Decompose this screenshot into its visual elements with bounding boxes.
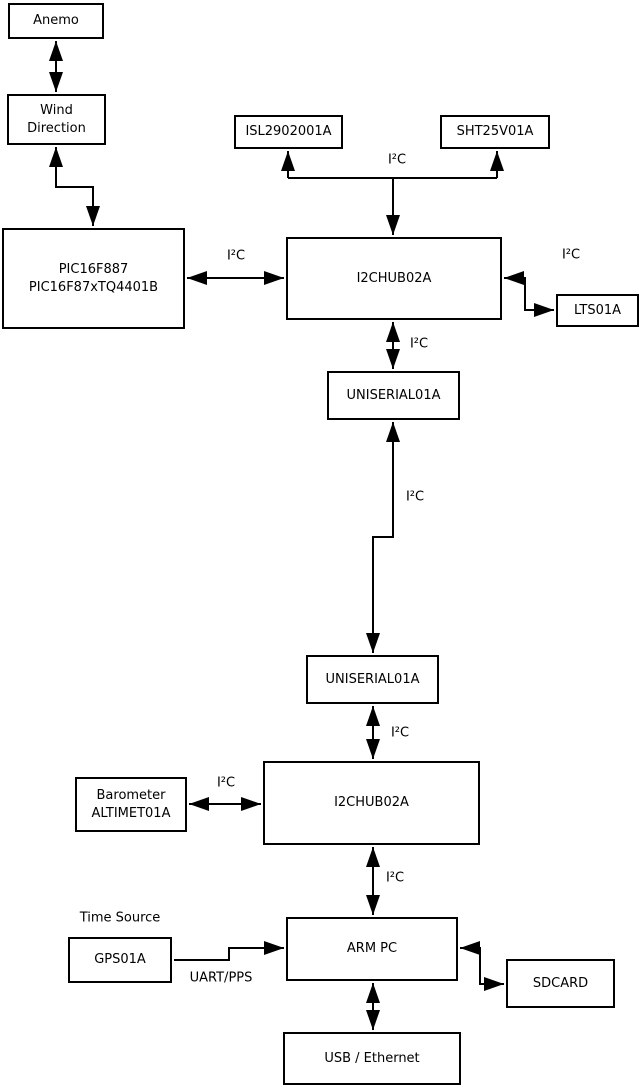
label-uart-pps: UART/PPS — [189, 970, 253, 986]
label-i2c-pic-hub: I²C — [226, 248, 246, 264]
box-wind-direction-label: Wind Direction — [27, 102, 86, 136]
connector-hub1-lts — [504, 271, 554, 317]
box-usb-ethernet-label: USB / Ethernet — [324, 1050, 420, 1066]
box-i2chub02a-2-label: I2CHUB02A — [334, 795, 409, 811]
box-sht25v01a-label: SHT25V01A — [456, 124, 534, 140]
label-i2c-uniserial-link: I²C — [405, 489, 425, 505]
box-i2chub02a-1: I2CHUB02A — [286, 237, 502, 320]
label-i2c-uniserial-hub2: I²C — [390, 725, 410, 741]
box-sht25v01a: SHT25V01A — [440, 115, 550, 149]
label-i2c-barometer-hub2: I²C — [216, 775, 236, 791]
box-usb-ethernet: USB / Ethernet — [283, 1032, 461, 1085]
connector-gps-armpc — [174, 941, 284, 961]
box-arm-pc-label: ARM PC — [346, 941, 398, 957]
box-pic16f887-label: PIC16F887 PIC16F87xTQ4401B — [28, 261, 159, 295]
connector-wind-pic — [49, 147, 100, 226]
box-uniserial01a-2: UNISERIAL01A — [306, 655, 439, 704]
box-uniserial01a-1: UNISERIAL01A — [327, 371, 460, 420]
connector-uniserial1-uniserial2 — [366, 422, 400, 653]
box-uniserial01a-2-label: UNISERIAL01A — [325, 671, 420, 687]
box-arm-pc: ARM PC — [286, 917, 458, 981]
box-anemo-label: Anemo — [33, 13, 79, 29]
box-pic16f887: PIC16F887 PIC16F87xTQ4401B — [2, 228, 185, 329]
label-i2c-hub-lts: I²C — [561, 247, 581, 263]
box-isl2902001a: ISL2902001A — [234, 115, 343, 149]
box-barometer-altimet01a: Barometer ALTIMET01A — [75, 777, 187, 832]
label-i2c-hub1-uniserial: I²C — [409, 336, 429, 352]
box-i2chub02a-1-label: I2CHUB02A — [356, 270, 432, 286]
box-gps01a-label: GPS01A — [94, 952, 146, 968]
box-sdcard-label: SDCARD — [532, 975, 589, 991]
box-lts01a: LTS01A — [556, 294, 639, 327]
label-i2c-isl-sht-bus: I²C — [387, 152, 407, 168]
box-uniserial01a-1-label: UNISERIAL01A — [346, 387, 441, 403]
box-isl2902001a-label: ISL2902001A — [245, 124, 332, 140]
box-gps01a: GPS01A — [68, 937, 172, 983]
connector-armpc-sdcard — [460, 941, 504, 991]
box-sdcard: SDCARD — [506, 959, 615, 1008]
label-time-source: Time Source — [79, 910, 161, 926]
box-wind-direction: Wind Direction — [7, 94, 106, 145]
box-lts01a-label: LTS01A — [573, 302, 622, 318]
box-i2chub02a-2: I2CHUB02A — [263, 761, 480, 845]
label-i2c-hub2-armpc: I²C — [385, 870, 405, 886]
box-anemo: Anemo — [8, 3, 104, 39]
box-barometer-altimet01a-label: Barometer ALTIMET01A — [91, 787, 171, 821]
